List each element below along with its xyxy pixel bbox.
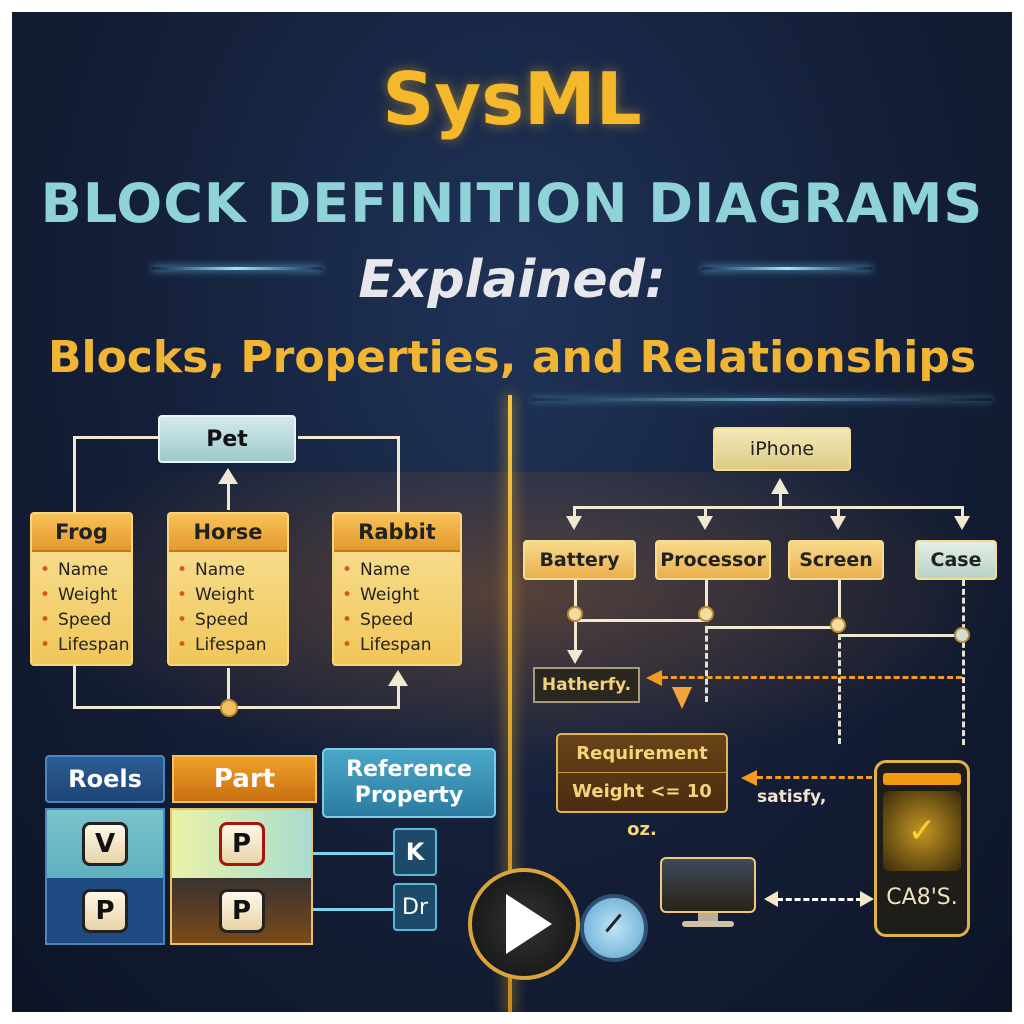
ref-dr[interactable]: Dr (393, 883, 437, 931)
header-part: Part (172, 755, 317, 803)
requirement-box[interactable]: Requirement Weight <= 10 oz. (556, 733, 728, 840)
block-frog[interactable]: Frog NameWeightSpeedLifespan (30, 512, 133, 666)
part-key-p[interactable]: P (218, 888, 265, 933)
monitor-icon (660, 857, 756, 913)
junction-dot (830, 617, 846, 633)
glow-line-mid (532, 398, 992, 401)
dashed-line (705, 627, 708, 702)
part-case[interactable]: Case (915, 540, 997, 580)
double-arrow (777, 898, 862, 901)
connector (73, 436, 159, 439)
arrow-down-icon (567, 650, 583, 664)
part-column: P P (170, 808, 313, 945)
block-name: Horse (169, 514, 287, 552)
generalization-arrow-icon (218, 468, 238, 484)
property: Name (177, 558, 287, 583)
part-battery[interactable]: Battery (523, 540, 636, 580)
property: Lifespan (177, 633, 287, 658)
clock-icon (580, 894, 648, 962)
satisfy-label: satisfy, (757, 787, 827, 807)
block-name: Frog (32, 514, 131, 552)
title-sysml: SysML (382, 57, 642, 141)
junction-dot (567, 606, 583, 622)
header-roles: Roels (45, 755, 165, 803)
arrow-down-icon (954, 516, 970, 530)
thumbnail-canvas: SysML BLOCK DEFINITION DIAGRAMS Explaine… (12, 12, 1012, 1012)
property: Lifespan (40, 633, 131, 658)
connector (227, 668, 230, 708)
funnel-icon (672, 687, 692, 709)
glow-line-right (702, 267, 872, 270)
connector (227, 480, 230, 510)
arrow-left-icon (646, 670, 662, 686)
play-icon (506, 894, 552, 954)
title-bdd: BLOCK DEFINITION DIAGRAMS (40, 172, 984, 235)
property: Speed (177, 608, 287, 633)
property: Lifespan (342, 633, 460, 658)
device-case[interactable]: ✓ CA8'S. (874, 760, 970, 937)
arrow-up-icon (388, 670, 408, 686)
requirement-title: Requirement (558, 735, 726, 773)
junction-dot (220, 699, 238, 717)
connector (313, 908, 395, 911)
arrow-down-icon (830, 516, 846, 530)
ref-k[interactable]: K (393, 828, 437, 876)
connector (73, 666, 76, 708)
roles-column: V P (45, 808, 165, 945)
part-processor[interactable]: Processor (655, 540, 771, 580)
title-explained: Explained: (358, 250, 666, 310)
connector (397, 436, 400, 512)
arrow-left-icon (764, 891, 778, 907)
subtitle: Blocks, Properties, and Relationships (47, 332, 977, 383)
device-label: CA8'S. (886, 885, 958, 910)
connector (397, 684, 400, 708)
property: Weight (342, 583, 460, 608)
header-reference-property: Reference Property (322, 748, 496, 818)
part-key-p[interactable]: P (218, 822, 265, 866)
block-pet[interactable]: Pet (158, 415, 296, 463)
block-horse[interactable]: Horse NameWeightSpeedLifespan (167, 512, 289, 666)
glow-line-left (152, 267, 322, 270)
divider (508, 395, 512, 1012)
satisfy-arrow (757, 776, 872, 779)
hatherfy-box[interactable]: Hatherfy. (533, 667, 640, 703)
play-button[interactable] (468, 868, 580, 980)
arrow-right-icon (860, 891, 874, 907)
property: Name (40, 558, 131, 583)
property: Name (342, 558, 460, 583)
dashed-line (962, 580, 965, 745)
part-screen[interactable]: Screen (788, 540, 884, 580)
arrow-down-icon (697, 516, 713, 530)
property: Weight (177, 583, 287, 608)
junction-dot (698, 606, 714, 622)
arrow-left-icon (741, 770, 757, 786)
dashed-line (838, 634, 841, 744)
property: Speed (40, 608, 131, 633)
connector (313, 852, 395, 855)
role-key-v[interactable]: V (82, 822, 128, 866)
lightning-check-icon: ✓ (883, 791, 961, 871)
requirement-constraint: Weight <= 10 oz. (572, 781, 712, 840)
connector (779, 490, 782, 508)
connector (73, 436, 76, 512)
block-rabbit[interactable]: Rabbit NameWeightSpeedLifespan (332, 512, 462, 666)
junction-dot (954, 627, 970, 643)
background-glow (12, 472, 1012, 772)
dashed-arrow (662, 676, 962, 679)
role-key-p[interactable]: P (82, 888, 128, 933)
block-iphone[interactable]: iPhone (713, 427, 851, 471)
property: Weight (40, 583, 131, 608)
arrow-down-icon (566, 516, 582, 530)
block-name: Rabbit (334, 514, 460, 552)
connector (573, 506, 963, 509)
property: Speed (342, 608, 460, 633)
arrow-up-icon (771, 478, 789, 494)
connector (298, 436, 400, 439)
